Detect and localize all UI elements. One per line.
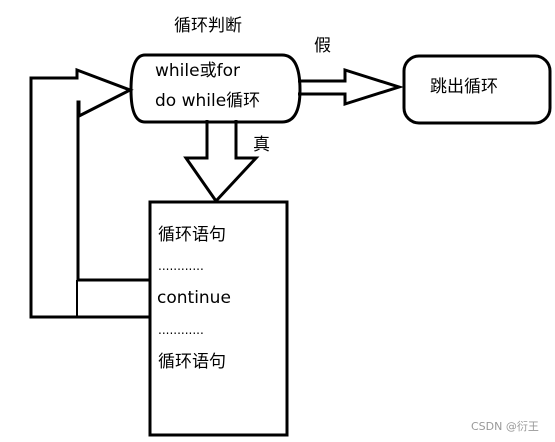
body-line1: 循环语句 (158, 225, 226, 245)
watermark: CSDN @衍王 (471, 420, 539, 433)
condition-box (129, 53, 302, 124)
true-arrow (183, 120, 260, 204)
body-continue: continue (157, 288, 231, 308)
body-line2: 循环语句 (158, 352, 226, 372)
exit-label: 跳出循环 (430, 77, 498, 97)
continue-loop-arrow (29, 67, 150, 319)
condition-line1: while或for (155, 61, 240, 81)
diagram-title: 循环判断 (174, 16, 242, 36)
exit-box (402, 54, 552, 125)
body-dots1: ............ (158, 259, 204, 273)
false-label: 假 (314, 36, 331, 56)
body-dots2: ............ (158, 323, 204, 337)
false-arrow (298, 67, 404, 107)
condition-line2: do while循环 (155, 91, 261, 111)
true-label: 真 (253, 135, 270, 155)
